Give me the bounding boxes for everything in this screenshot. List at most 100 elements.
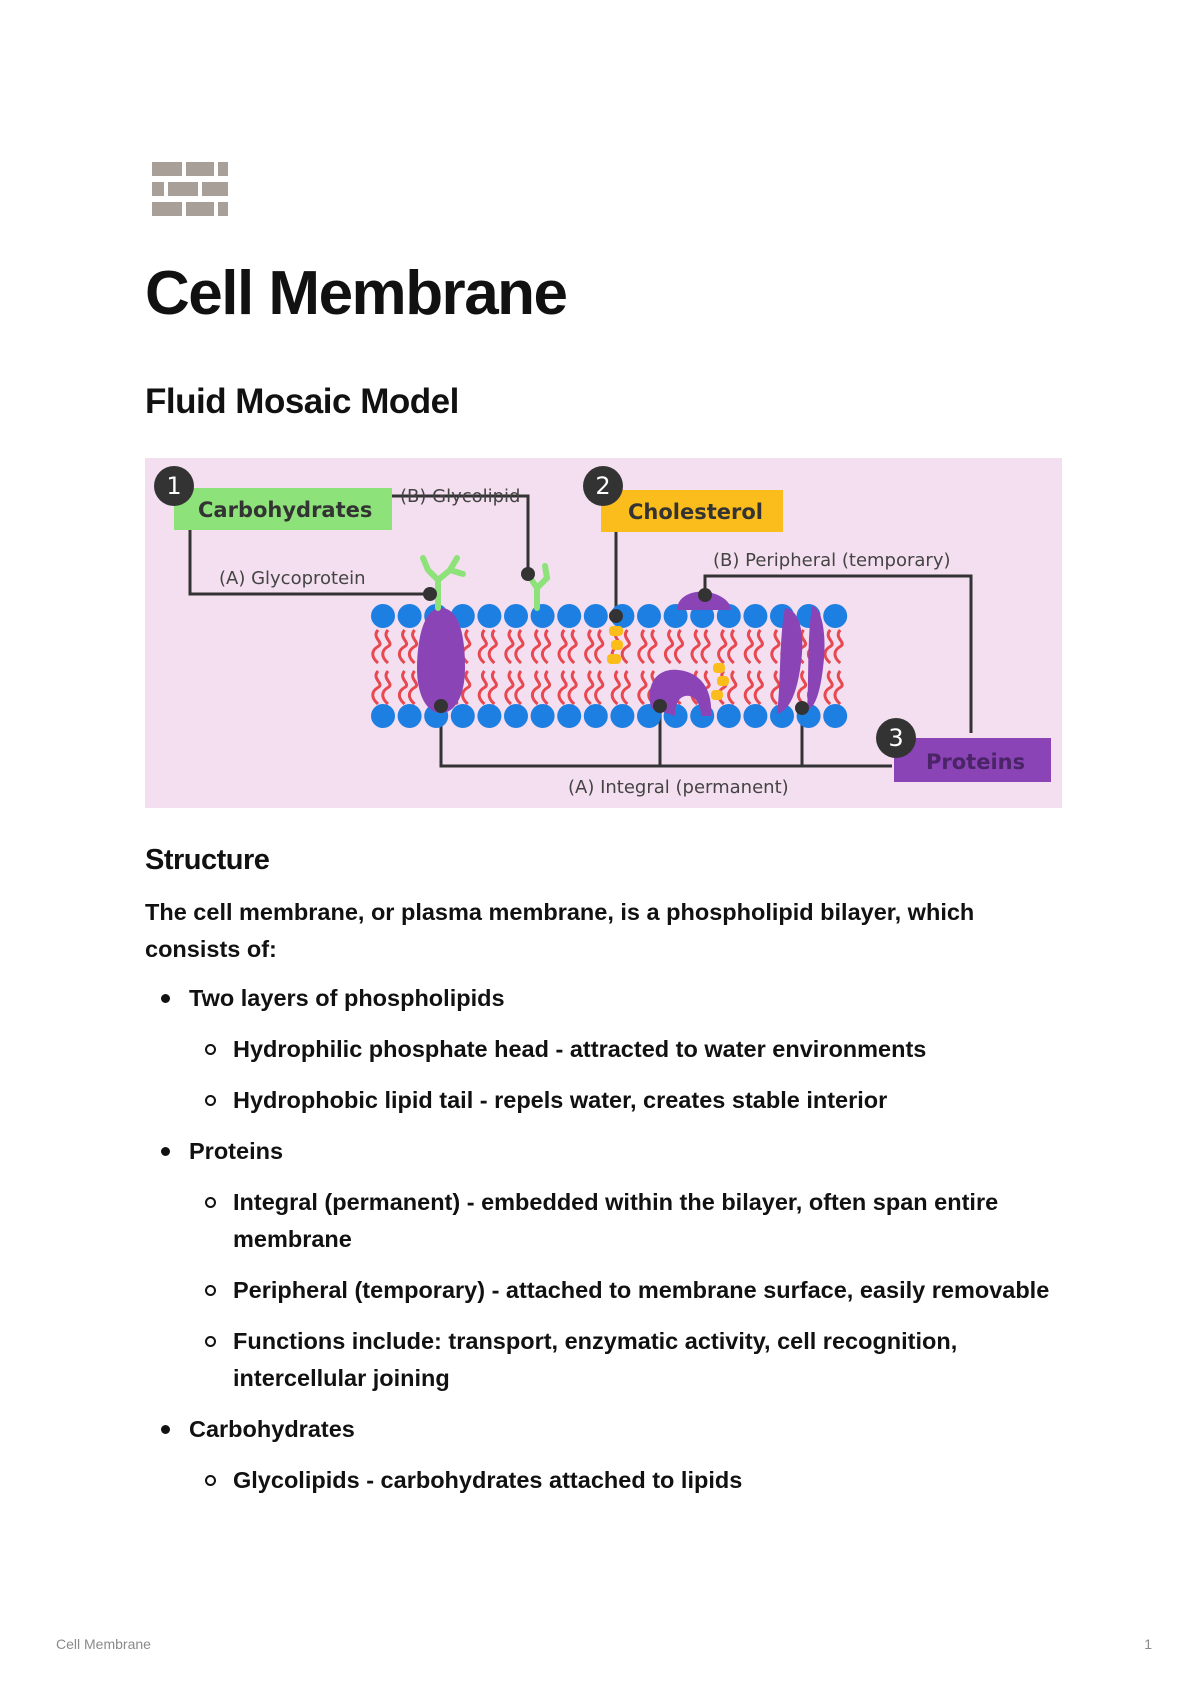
integral-protein-left	[417, 608, 465, 713]
lipid-tail	[743, 670, 754, 706]
lipid-tail	[371, 629, 382, 665]
lipid-tail	[727, 629, 738, 665]
phosphate-head	[637, 604, 661, 628]
phosphate-head	[371, 604, 395, 628]
connector-lines	[188, 494, 973, 768]
lipid-tail	[557, 629, 568, 665]
lipid-tail	[743, 629, 754, 665]
phosphate-head	[557, 704, 582, 728]
list-item: Proteins Integral (permanent) - embedded…	[145, 1133, 1065, 1397]
lipid-tail	[530, 629, 542, 665]
glycolipid-connector	[392, 494, 530, 570]
lipid-tail	[594, 670, 605, 706]
peripheral-connector	[703, 574, 973, 733]
lipid-tail	[477, 670, 488, 706]
phosphate-head	[477, 704, 502, 728]
sub-list-item-text: Integral (permanent) - embedded within t…	[233, 1189, 999, 1252]
glycolipid-label: (B) Glycolipid	[400, 486, 520, 507]
fluid-mosaic-diagram: 1 2 3 Carbohydrates (B) Glycolipid (A) G…	[145, 458, 1062, 808]
sub-list-item: Hydrophobic lipid tail - repels water, c…	[189, 1082, 1065, 1119]
bullet-circle	[205, 1336, 216, 1347]
lipid-tail	[461, 670, 472, 706]
bullet-dot	[161, 1425, 170, 1434]
bullet-dot	[161, 994, 170, 1003]
lipid-tail	[504, 670, 515, 706]
lipid-tail	[727, 670, 738, 706]
bullet-circle	[205, 1285, 216, 1296]
structure-intro: The cell membrane, or plasma membrane, i…	[145, 899, 975, 962]
phosphate-head	[557, 604, 582, 628]
badge-3	[876, 718, 916, 758]
connector-dots	[423, 567, 809, 715]
integral-protein-right-b	[807, 606, 825, 710]
badge-3-number: 3	[888, 724, 903, 752]
lipid-tail	[557, 670, 568, 706]
glycoprotein-label: (A) Glycoprotein	[219, 568, 366, 589]
lipid-tail	[700, 629, 711, 665]
phospholipid-bilayer	[371, 604, 848, 728]
carbohydrates-label: Carbohydrates	[198, 498, 372, 522]
lipid-tail	[753, 670, 764, 706]
phosphate-head	[743, 704, 768, 728]
sub-list-item: Glycolipids - carbohydrates attached to …	[189, 1462, 1065, 1499]
sub-list-item: Hydrophilic phosphate head - attracted t…	[189, 1031, 1065, 1068]
lipid-tail	[770, 670, 781, 706]
carbohydrate-chains	[420, 555, 551, 611]
lipid-tail	[584, 670, 595, 706]
sub-list-item-text: Hydrophobic lipid tail - repels water, c…	[233, 1087, 888, 1113]
badge-1-number: 1	[166, 472, 181, 500]
lipid-tail	[833, 629, 844, 665]
integral-label: (A) Integral (permanent)	[568, 777, 789, 798]
lipid-tail	[823, 629, 834, 665]
membrane-diagram-svg: 1 2 3 Carbohydrates (B) Glycolipid (A) G…	[154, 466, 1051, 798]
page-title: Cell Membrane	[145, 259, 568, 328]
phosphate-head	[823, 604, 848, 628]
lipid-tail	[397, 670, 409, 706]
sub-list-item: Peripheral (temporary) - attached to mem…	[189, 1272, 1065, 1309]
lipid-tail	[753, 629, 764, 665]
brick-wall-icon	[152, 162, 228, 216]
lipid-tail	[620, 670, 631, 706]
phosphate-head	[397, 704, 422, 728]
badge-2	[583, 466, 623, 506]
lipid-tail	[371, 670, 382, 706]
integral-protein-right-a	[777, 608, 803, 714]
lipid-tail	[637, 629, 648, 665]
proteins-label: Proteins	[926, 750, 1025, 774]
lipid-tail	[477, 629, 488, 665]
cholesterol-label: Cholesterol	[628, 500, 763, 524]
lipid-tail	[397, 629, 409, 665]
phosphate-head	[743, 604, 768, 628]
glycoprotein-connector	[188, 528, 430, 596]
bullet-circle	[205, 1197, 216, 1208]
phosphate-head	[716, 704, 741, 728]
lipid-tail	[770, 629, 781, 665]
list-item-text: Carbohydrates	[189, 1416, 355, 1442]
bullet-circle	[205, 1475, 216, 1486]
lipid-tail	[833, 670, 844, 706]
phosphate-head	[770, 704, 794, 728]
sub-list-item: Integral (permanent) - embedded within t…	[189, 1184, 1065, 1258]
lipid-tail	[540, 670, 552, 706]
sub-list: Glycolipids - carbohydrates attached to …	[189, 1462, 1065, 1499]
phosphate-head	[823, 704, 848, 728]
phosphate-heads	[371, 604, 848, 728]
cholesterol-label-box	[601, 490, 783, 532]
phosphate-head	[504, 704, 528, 728]
list-item-text: Two layers of phospholipids	[189, 985, 505, 1011]
lipid-tail	[514, 670, 525, 706]
peripheral-label: (B) Peripheral (temporary)	[713, 550, 951, 571]
lipid-tail	[487, 670, 498, 706]
lipid-tail	[647, 629, 658, 665]
phosphate-head	[583, 704, 608, 728]
lipid-tail	[504, 629, 515, 665]
list-item: Two layers of phospholipids Hydrophilic …	[145, 980, 1065, 1119]
sub-list-item-text: Peripheral (temporary) - attached to mem…	[233, 1277, 1050, 1303]
bullet-circle	[205, 1044, 216, 1055]
lipid-tail	[567, 629, 578, 665]
lipid-tail	[610, 670, 621, 706]
sub-list-item-text: Glycolipids - carbohydrates attached to …	[233, 1467, 743, 1493]
lipid-tail	[673, 629, 685, 665]
lipid-tail	[567, 670, 578, 706]
phosphate-head	[477, 604, 502, 628]
